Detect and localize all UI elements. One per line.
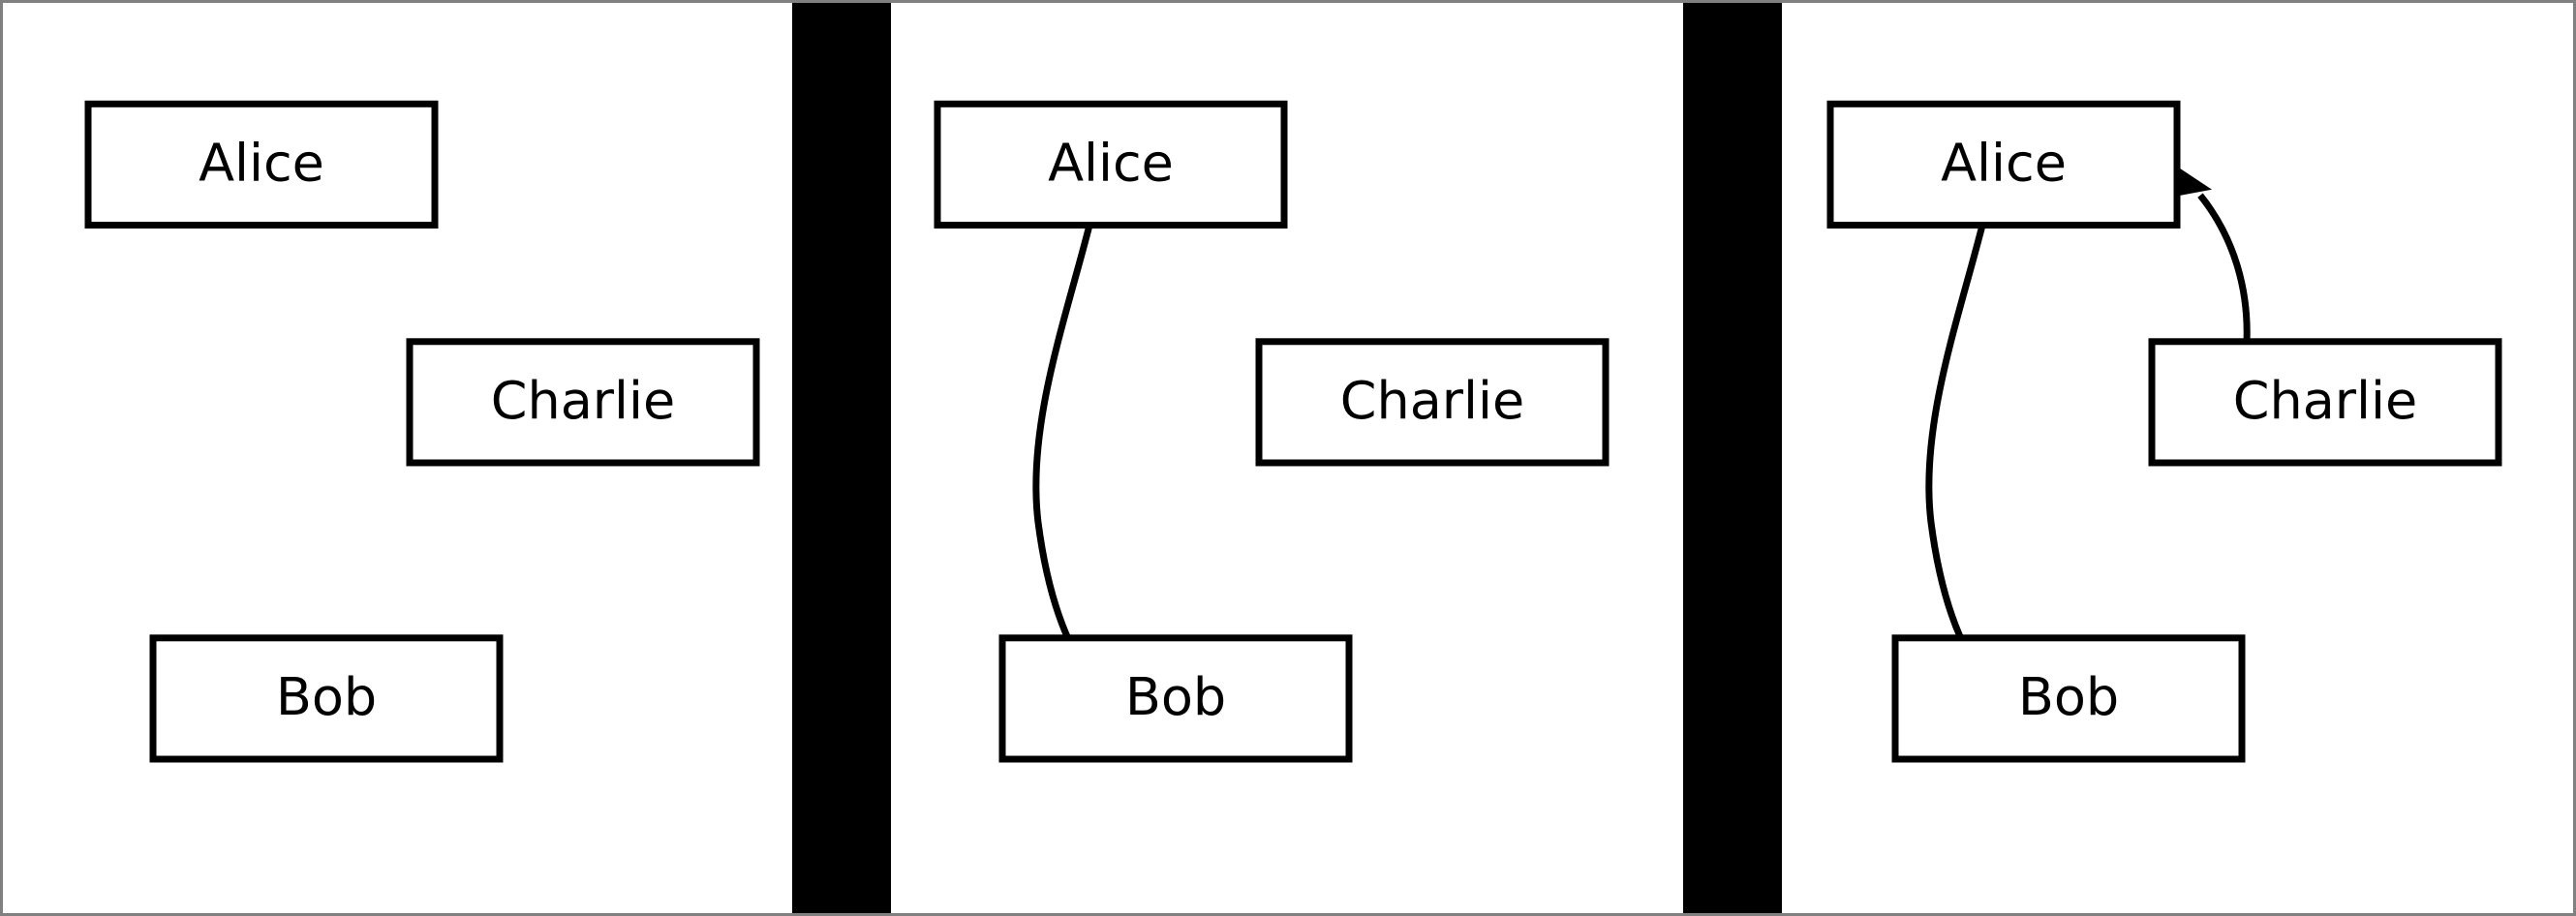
frame-2-canvas: Alice Charlie Bob <box>934 100 1610 763</box>
edge-charlie-to-alice-arrowhead <box>2170 164 2212 198</box>
frame-1-panel[interactable]: Alice Charlie Bob <box>3 3 792 913</box>
edge-alice-to-bob-curve <box>1925 224 1986 679</box>
node-bob-label: Bob <box>2018 666 2119 727</box>
node-bob[interactable]: Bob <box>1891 634 2246 763</box>
edge-charlie-to-alice-curve <box>2197 193 2251 342</box>
edge-alice-to-bob-curve <box>1032 224 1093 679</box>
node-charlie-box[interactable] <box>1255 338 1610 467</box>
node-charlie-label: Charlie <box>2233 370 2417 431</box>
node-charlie-label: Charlie <box>491 370 675 431</box>
node-alice-label: Alice <box>1941 133 2067 194</box>
node-charlie-label: Charlie <box>1340 370 1524 431</box>
frame-2-panel[interactable]: Alice Charlie Bob <box>891 3 1683 913</box>
node-charlie-box[interactable] <box>2148 338 2502 467</box>
edge-alice-to-bob[interactable] <box>1925 224 1993 688</box>
frame-3-canvas: Alice Charlie Bob <box>1826 100 2502 763</box>
node-alice[interactable]: Alice <box>84 100 439 229</box>
node-alice[interactable]: Alice <box>1826 100 2181 229</box>
node-bob[interactable]: Bob <box>149 634 504 763</box>
node-alice-label: Alice <box>199 133 324 194</box>
node-charlie-box[interactable] <box>406 338 760 467</box>
node-bob-box[interactable] <box>1891 634 2246 763</box>
frame-separator-2 <box>1683 3 1782 913</box>
node-alice-label: Alice <box>1048 133 1174 194</box>
node-bob-box[interactable] <box>149 634 504 763</box>
frame-3-panel[interactable]: Alice Charlie Bob <box>1782 3 2570 913</box>
node-bob[interactable]: Bob <box>998 634 1353 763</box>
node-charlie[interactable]: Charlie <box>2148 338 2502 467</box>
edge-alice-to-bob[interactable] <box>1032 224 1100 688</box>
node-bob-label: Bob <box>1125 666 1226 727</box>
edge-charlie-to-alice[interactable] <box>2170 164 2251 342</box>
node-alice-box[interactable] <box>1826 100 2181 229</box>
node-charlie[interactable]: Charlie <box>1255 338 1610 467</box>
filmstrip-track: Alice Charlie Bob <box>3 3 2573 913</box>
node-alice-box[interactable] <box>934 100 1288 229</box>
node-alice-box[interactable] <box>84 100 439 229</box>
node-bob-label: Bob <box>276 666 377 727</box>
frame-separator-1 <box>792 3 891 913</box>
node-charlie[interactable]: Charlie <box>406 338 760 467</box>
frame-1-canvas: Alice Charlie Bob <box>84 100 760 763</box>
node-bob-box[interactable] <box>998 634 1353 763</box>
node-alice[interactable]: Alice <box>934 100 1288 229</box>
